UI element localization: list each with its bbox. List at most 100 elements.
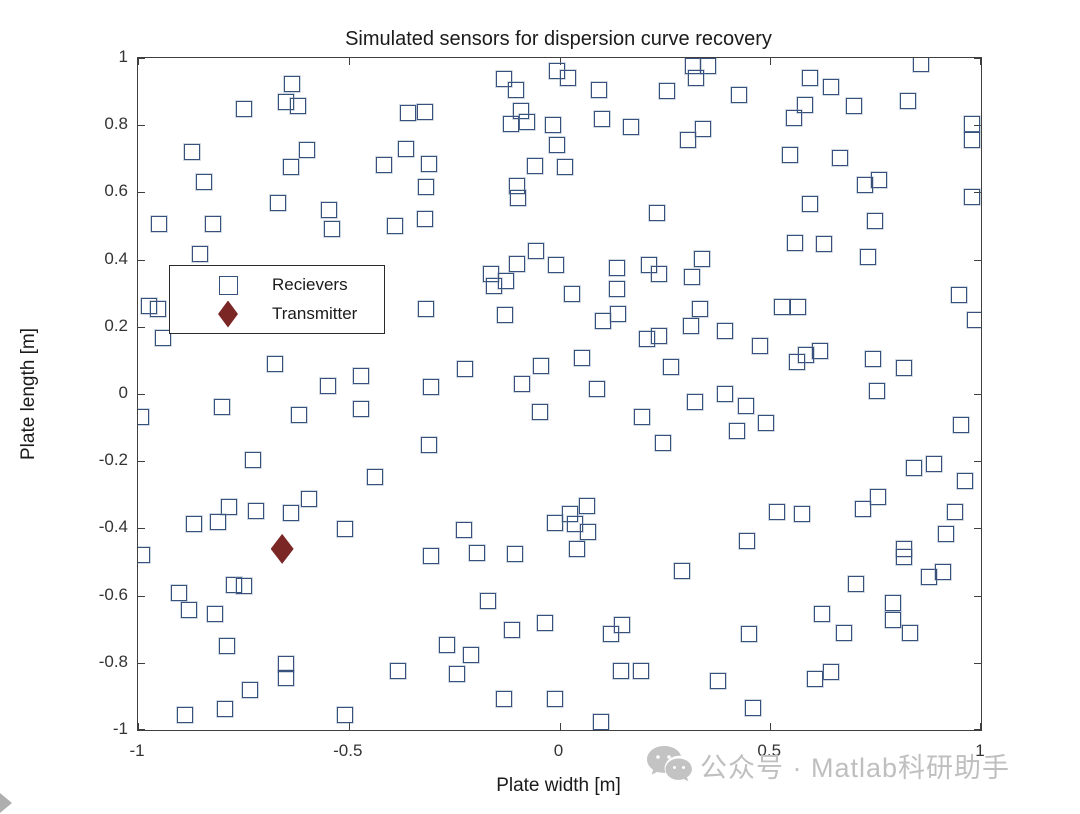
receiver-marker — [884, 612, 901, 629]
axis-tick — [974, 259, 981, 261]
x-tick-label: -1 — [129, 741, 145, 760]
receiver-marker — [789, 298, 806, 315]
receiver-marker — [323, 221, 340, 238]
receiver-marker — [902, 624, 919, 641]
receiver-marker — [913, 58, 930, 73]
receiver-marker — [320, 201, 337, 218]
axis-tick — [559, 58, 561, 65]
axis-tick — [974, 394, 981, 395]
x-tick-label: 0.5 — [757, 741, 782, 760]
receiver-marker — [956, 472, 973, 489]
receiver-marker — [207, 606, 224, 623]
receiver-marker — [864, 350, 881, 367]
receiver-marker — [739, 532, 756, 549]
plot-area: Recievers Transmitter — [137, 57, 982, 731]
receiver-marker — [938, 526, 954, 543]
receiver-marker — [508, 177, 525, 194]
receiver-marker — [700, 58, 717, 75]
receiver-marker — [366, 468, 383, 485]
x-axis-label: Plate width [m] — [496, 775, 621, 796]
receiver-marker — [390, 663, 407, 680]
receiver-marker — [486, 278, 503, 295]
receiver-marker — [283, 158, 300, 175]
receiver-marker — [248, 502, 265, 519]
receiver-marker — [595, 313, 612, 330]
receiver-marker — [693, 251, 710, 268]
y-tick-label: 1 — [118, 47, 128, 66]
receiver-marker — [495, 690, 512, 707]
receiver-marker — [455, 522, 472, 539]
receiver-marker — [138, 547, 151, 564]
receiver-marker — [966, 312, 981, 329]
receiver-marker — [418, 301, 435, 318]
receiver-marker — [895, 548, 912, 565]
axis-tick — [138, 125, 145, 127]
receiver-marker — [422, 378, 439, 395]
receiver-marker — [884, 594, 901, 611]
receiver-marker — [154, 329, 171, 346]
receiver-marker — [336, 706, 353, 723]
receiver-marker — [632, 662, 649, 679]
receiver-marker — [896, 359, 913, 376]
receiver-marker — [793, 505, 810, 522]
receiver-marker — [214, 399, 231, 416]
receiver-marker — [680, 132, 697, 149]
receiver-marker — [591, 81, 608, 98]
receiver-marker — [745, 699, 762, 716]
receiver-marker — [787, 234, 804, 251]
receiver-marker — [802, 196, 819, 213]
y-tick-label: -0.4 — [98, 517, 128, 537]
receiver-marker — [547, 690, 564, 707]
receiver-marker — [648, 204, 665, 221]
receiver-marker — [236, 101, 253, 118]
transmitter-marker-icon — [198, 300, 258, 328]
legend-entry-transmitter: Transmitter — [170, 299, 384, 329]
receiver-marker — [774, 298, 791, 315]
receiver-marker — [806, 670, 823, 687]
axis-tick — [348, 723, 350, 730]
receiver-marker — [556, 158, 573, 175]
receiver-marker — [559, 70, 576, 87]
receiver-marker — [170, 584, 187, 601]
y-tick-label: -0.8 — [98, 651, 128, 671]
receiver-marker — [150, 301, 167, 318]
receiver-marker — [655, 435, 672, 452]
receiver-marker — [602, 625, 619, 642]
receiver-marker — [947, 504, 964, 521]
receiver-marker — [180, 602, 197, 619]
receiver-marker — [420, 436, 437, 453]
receiver-marker — [457, 361, 474, 378]
receiver-marker — [532, 404, 549, 421]
receiver-marker — [650, 266, 667, 283]
receiver-marker — [822, 663, 839, 680]
receiver-marker — [284, 75, 301, 92]
receiver-marker — [519, 113, 536, 130]
receiver-marker — [639, 331, 656, 348]
receiver-marker — [731, 87, 748, 104]
receiver-marker — [758, 414, 775, 431]
receiver-marker — [663, 359, 680, 376]
receiver-marker — [527, 242, 544, 259]
legend-label-transmitter: Transmitter — [272, 304, 358, 323]
receiver-marker — [545, 116, 562, 133]
corner-artifact — [0, 793, 12, 813]
receiver-marker — [245, 451, 262, 468]
axis-tick — [138, 394, 145, 395]
axis-tick — [138, 461, 145, 463]
receiver-marker — [218, 638, 235, 655]
receiver-marker — [221, 498, 238, 515]
receiver-marker — [176, 707, 193, 724]
receiver-marker — [512, 103, 529, 120]
axis-tick — [138, 192, 145, 194]
receiver-marker — [846, 97, 863, 114]
receiver-marker — [422, 548, 439, 565]
receiver-marker — [191, 246, 208, 263]
receiver-marker — [658, 83, 675, 100]
receiver-marker — [241, 682, 258, 699]
receiver-marker — [695, 120, 712, 137]
legend-box: Recievers Transmitter — [169, 265, 385, 334]
axis-tick — [559, 723, 561, 730]
receiver-marker — [951, 287, 968, 304]
receiver-marker — [186, 516, 203, 533]
